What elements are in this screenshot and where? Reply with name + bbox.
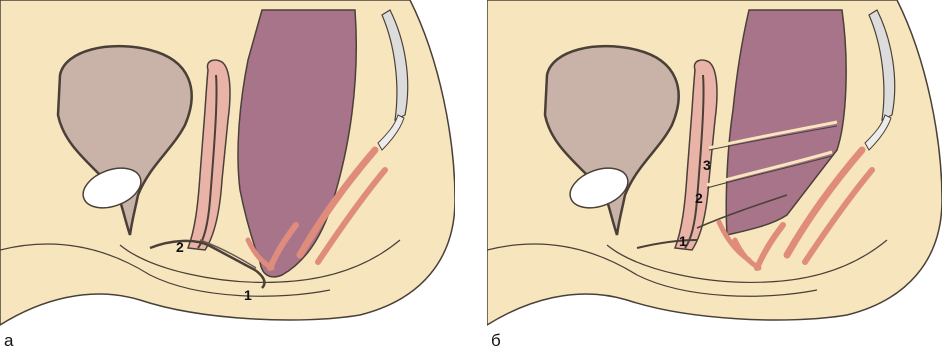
anatomy-panel-a: 2 1 [0,0,455,340]
anatomy-panel-b: 3 2 1 [487,0,942,340]
pelvic-sagittal-diagram-b: 3 2 1 [487,0,942,340]
label-1: 1 [679,233,687,249]
body-silhouette [0,0,455,325]
body-silhouette [487,0,942,325]
label-1: 1 [244,287,252,303]
panel-letter-b: б [491,331,501,351]
label-2: 2 [695,190,703,206]
label-2: 2 [176,239,184,255]
label-3: 3 [703,157,711,173]
pelvic-sagittal-diagram-a: 2 1 [0,0,455,340]
panel-letter-a: а [4,331,13,351]
